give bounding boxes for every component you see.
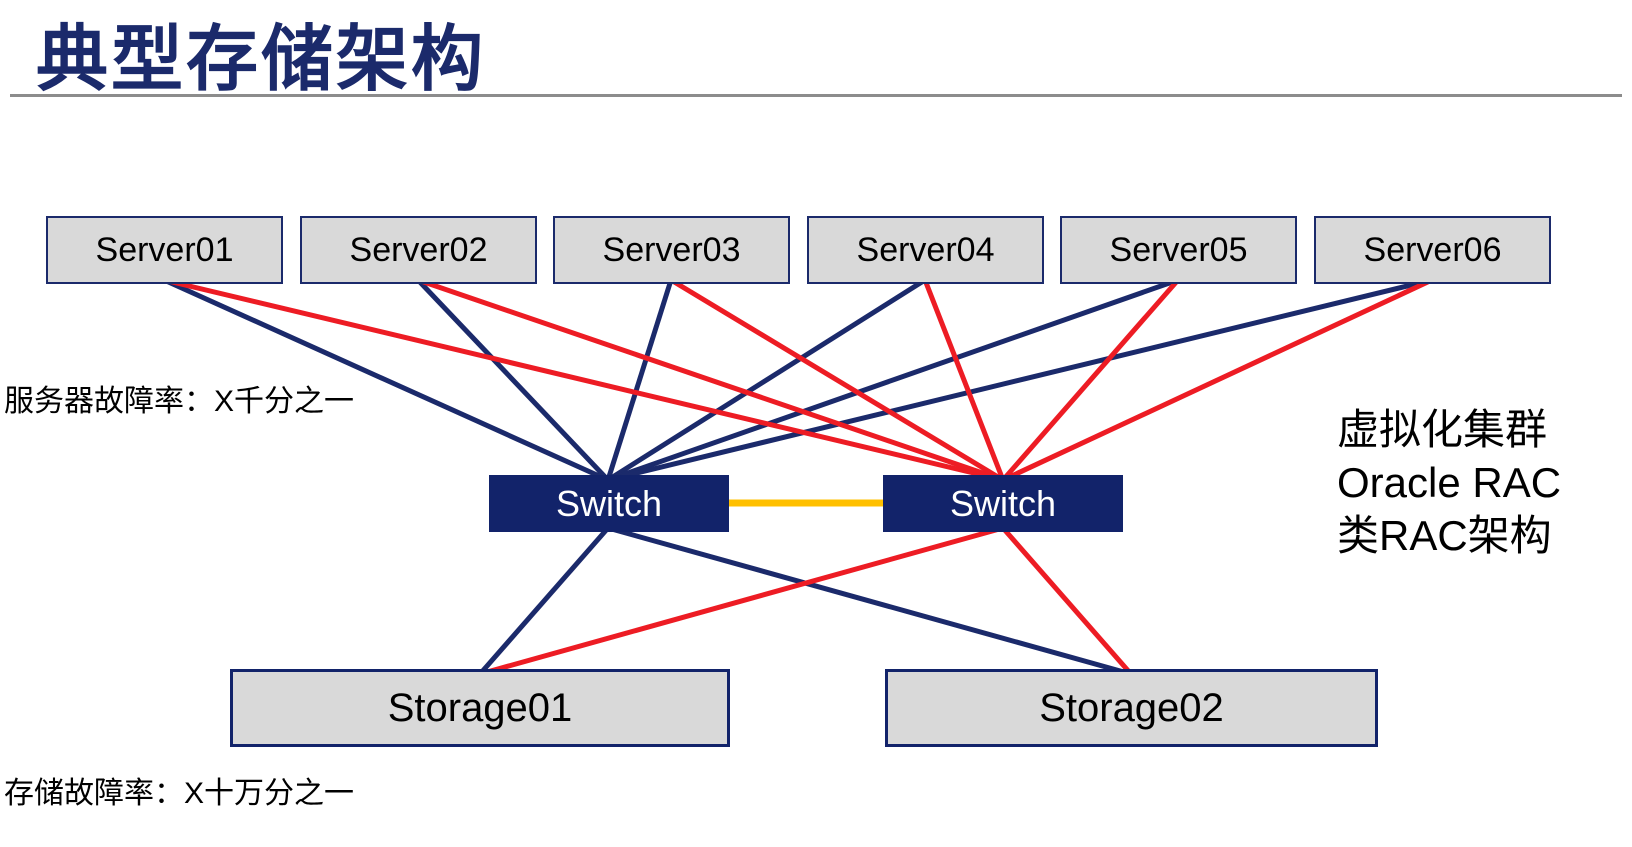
link-server03-left-switch bbox=[605, 279, 674, 481]
link-right-switch-storage02 bbox=[1001, 526, 1133, 676]
link-server04-right-switch bbox=[922, 279, 1006, 481]
link-server02-right-switch bbox=[417, 277, 1004, 483]
cluster-side-note-line3: 类RAC架构 bbox=[1337, 512, 1552, 559]
node-server02-label: Server02 bbox=[349, 230, 488, 269]
node-server06-label: Server06 bbox=[1363, 230, 1502, 269]
node-switch-right-label: Switch bbox=[949, 482, 1057, 524]
node-server04-label: Server04 bbox=[856, 230, 995, 269]
node-storage01-label: Storage01 bbox=[387, 685, 573, 730]
node-server01-label: Server01 bbox=[95, 230, 234, 269]
link-server03-right-switch bbox=[669, 277, 1005, 483]
link-server02-left-switch bbox=[416, 278, 610, 482]
node-server02: Server02 bbox=[300, 216, 537, 284]
node-server03-label: Server03 bbox=[602, 230, 741, 269]
link-left-switch-storage02 bbox=[607, 525, 1132, 677]
link-server04-left-switch bbox=[606, 277, 927, 483]
link-server01-left-switch bbox=[162, 277, 610, 483]
storage-failure-rate-label: 存储故障率：X十万分之一 bbox=[4, 777, 355, 810]
node-server05: Server05 bbox=[1060, 216, 1297, 284]
node-storage02: Storage02 bbox=[885, 669, 1378, 747]
node-server04: Server04 bbox=[807, 216, 1044, 284]
node-server06: Server06 bbox=[1314, 216, 1551, 284]
node-server01: Server01 bbox=[46, 216, 283, 284]
link-server05-left-switch bbox=[607, 277, 1179, 483]
node-switch-left-label: Switch bbox=[555, 482, 663, 524]
node-storage02-label: Storage02 bbox=[1039, 685, 1224, 730]
server-failure-rate-label: 服务器故障率：X千分之一 bbox=[4, 385, 355, 418]
link-right-switch-storage01 bbox=[479, 525, 1004, 677]
node-switch-left: Switch bbox=[489, 475, 729, 532]
link-server06-right-switch bbox=[1001, 277, 1434, 483]
link-server05-right-switch bbox=[1001, 278, 1180, 482]
cluster-side-note-line2: Oracle RAC bbox=[1337, 459, 1562, 506]
node-storage01: Storage01 bbox=[230, 669, 730, 747]
page-title: 典型存储架构 bbox=[36, 20, 487, 100]
node-switch-right: Switch bbox=[883, 475, 1123, 532]
link-server01-right-switch bbox=[163, 277, 1004, 483]
title-divider bbox=[10, 94, 1622, 97]
link-left-switch-storage01 bbox=[478, 526, 610, 676]
node-server03: Server03 bbox=[553, 216, 790, 284]
link-server06-left-switch bbox=[607, 277, 1433, 483]
node-server05-label: Server05 bbox=[1109, 230, 1248, 269]
cluster-side-note: 虚拟化集群 Oracle RAC 类RAC架构 bbox=[1337, 403, 1561, 562]
cluster-side-note-line1: 虚拟化集群 bbox=[1337, 406, 1548, 453]
